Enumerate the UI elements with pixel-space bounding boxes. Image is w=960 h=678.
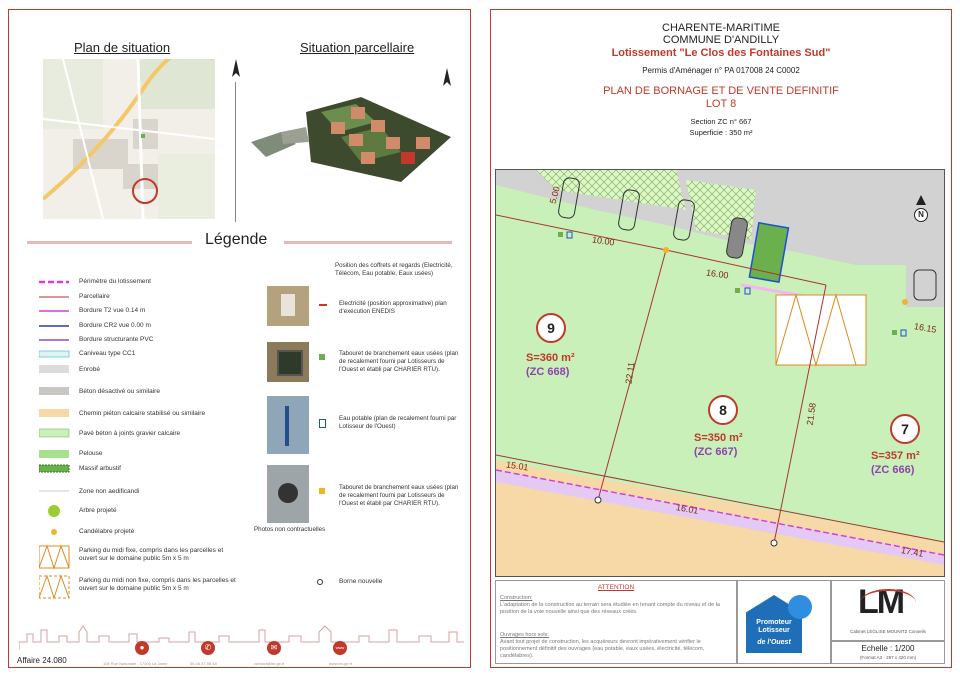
photo-tabouret-2 — [267, 465, 309, 523]
borne-icon — [317, 579, 323, 585]
situation-parcellaire-title: Situation parcellaire — [300, 40, 415, 55]
legend-item-parking-non-fixe: Parking du midi non fixe, compris dans l… — [79, 577, 236, 592]
ouvrages-title: Ouvrages hors sols: — [500, 632, 549, 638]
network-electricite: Electricité (position approximative) pla… — [339, 300, 447, 315]
photo-tabouret-1 — [267, 342, 309, 382]
lot-9-badge: 9 — [536, 313, 566, 343]
lot-7-ref: (ZC 666) — [871, 464, 915, 476]
lm-logo-swoosh — [860, 589, 916, 617]
aerial-drawing — [251, 97, 451, 182]
echelle-box: Echelle : 1/200 (Format A3 - 297 x 420 m… — [831, 640, 945, 664]
legend-rule — [9, 241, 470, 244]
north-arrow-plan: N — [911, 195, 931, 227]
legend-item-bordure-pvc: Bordure structurante PVC — [79, 336, 154, 343]
section: Section ZC n° 667 — [690, 117, 752, 126]
network-eau-potable: Eau potable (plan de recalement fourni p… — [339, 415, 457, 430]
legend-symbols — [39, 280, 70, 600]
footer-skyline — [19, 625, 464, 650]
permis: Permis d'Aménager n° PA 017008 24 C0002 — [642, 66, 800, 75]
superficie: Superficie : 350 m² — [689, 128, 753, 137]
legend-item-beton: Béton désactivé ou similaire — [79, 388, 160, 395]
photo-electricite — [267, 286, 309, 326]
situation-map — [43, 59, 215, 219]
legend-item-enrobe: Enrobé — [79, 366, 100, 373]
promoteur-line1: Promoteur — [756, 619, 792, 626]
legend-item-arbre: Arbre projeté — [79, 507, 117, 514]
promoteur-line3: de l'Ouest — [757, 639, 791, 646]
commune: COMMUNE D'ANDILLY — [662, 34, 780, 46]
legend-item-chemin: Chemin piéton calcaire stabilisé ou simi… — [79, 410, 206, 417]
legend-item-pave: Pavé béton à joints gravier calcaire — [79, 430, 181, 437]
department: CHARENTE-MARITIME — [662, 22, 780, 34]
north-arrow-1 — [231, 59, 241, 84]
north-label: N — [914, 208, 928, 222]
north-arrow-2 — [442, 68, 452, 93]
footer-address: 105 Rue Nationale - 17300 La Jarne — [103, 661, 168, 666]
divider-vertical — [235, 82, 236, 222]
left-panel: Plan de situation Situation parcellaire — [8, 9, 471, 668]
photo-eau-potable — [267, 396, 309, 454]
legend-title: Légende — [205, 231, 268, 248]
borne-label: Borne nouvelle — [339, 578, 383, 585]
promoteur-line2: Lotisseur — [758, 627, 790, 634]
lot-9-area: S=360 m² — [526, 352, 575, 364]
ouvrages-text: Avant tout projet de construction, les a… — [500, 639, 705, 659]
legend-item-massif: Massif arbustif — [79, 465, 121, 472]
footer-email: contact@lm-ge.fr — [254, 661, 285, 666]
mail-icon: ✉ — [267, 641, 281, 655]
lot-title: LOT 8 — [705, 98, 737, 110]
legend-item-parking-fixe: Parking du midi fixe, compris dans les p… — [79, 547, 224, 562]
situation-map-drawing — [43, 59, 215, 219]
plan-situation-title: Plan de situation — [74, 40, 171, 55]
plan-title: PLAN DE BORNAGE ET DE VENTE DEFINITIF — [603, 85, 839, 97]
network-tabouret-2: Tabouret de branchement eaux usées (plan… — [339, 484, 459, 507]
lot-9-ref: (ZC 668) — [526, 366, 570, 378]
footer-web: www.lm-ge.fr — [329, 661, 353, 666]
format-label: (Format A3 - 297 x 420 mm) — [859, 655, 917, 660]
plan-map: N 5.00 10.00 16.00 16.15 22.11 21.58 15.… — [495, 169, 945, 577]
tabouret-eu-2-icon — [319, 488, 325, 494]
attention-box: ATTENTION Construction: L'adaptation de … — [495, 580, 737, 664]
tabouret-eu-icon — [319, 354, 325, 360]
promoteur-box: Promoteur Lotisseur de l'Ouest — [737, 580, 831, 664]
right-panel: CHARENTE-MARITIME COMMUNE D'ANDILLY Loti… — [490, 9, 952, 668]
cabinet-name: Cabinet LEGLISE MOUNITZ Conseils — [850, 629, 926, 634]
web-icon: www — [333, 641, 347, 655]
lot-7-badge: 7 — [890, 414, 920, 444]
electricite-icon — [319, 304, 327, 306]
eau-potable-icon — [319, 419, 326, 428]
footer-phone: 05 46 37 88 48 — [190, 661, 217, 666]
phone-icon: ✆ — [201, 641, 215, 655]
lot-7-area: S=357 m² — [871, 450, 920, 462]
aerial-view — [251, 82, 451, 202]
parking-zone — [775, 293, 867, 367]
promoteur-logo-circle — [788, 595, 812, 619]
attention-title: ATTENTION — [597, 584, 635, 591]
affaire-label: Affaire 24.080 — [17, 656, 67, 665]
construction-title: Construction: — [500, 595, 533, 601]
legend-item-zone: Zone non aedificandi — [79, 488, 140, 495]
photos-caption: Photos non contractuelles — [254, 526, 326, 533]
lotissement: Lotissement "Le Clos des Fontaines Sud" — [611, 47, 831, 59]
lot-8-ref: (ZC 667) — [694, 446, 738, 458]
legend-item-parcellaire: Parcellaire — [79, 293, 110, 300]
legend-item-bordure-t2: Bordure T2 vue 0.14 m — [79, 307, 146, 314]
legend-item-caniveau: Caniveau type CC1 — [79, 350, 136, 357]
legend-item-pelouse: Pelouse — [79, 450, 103, 457]
plan-map-drawing — [496, 170, 944, 576]
location-icon: ● — [135, 641, 149, 655]
legend-item-candelabre: Candélabre projeté — [79, 528, 135, 535]
construction-text: L'adaptation de la construction au terra… — [500, 602, 720, 615]
network-header: Position des coffrets et regards (Electr… — [335, 262, 453, 277]
lot-8-badge: 8 — [708, 395, 738, 425]
legend-item-perimetre: Périmètre du lotissement — [79, 278, 151, 285]
echelle-label: Echelle : 1/200 — [861, 644, 915, 653]
network-tabouret-1: Tabouret de branchement eaux usées (plan… — [339, 350, 459, 373]
lot-8-area: S=350 m² — [694, 432, 743, 444]
legend-item-bordure-cr2: Bordure CR2 vue 0.00 m — [79, 322, 151, 329]
cabinet-box: LM Cabinet LEGLISE MOUNITZ Conseils — [831, 580, 945, 642]
